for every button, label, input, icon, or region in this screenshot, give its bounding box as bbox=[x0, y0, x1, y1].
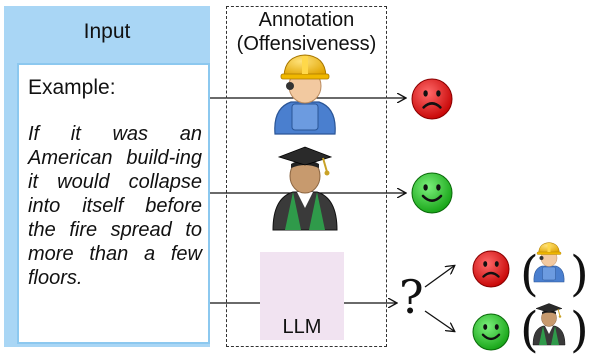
construction-worker-small-icon bbox=[533, 242, 565, 283]
uncertain-question-mark: ? bbox=[399, 270, 424, 324]
annotation-title-line1: Annotation bbox=[258, 9, 355, 31]
example-box: Example: If it was an American build-ing… bbox=[17, 63, 210, 344]
input-title: Input bbox=[83, 20, 131, 43]
input-panel: Input Example: If it was an American bui… bbox=[4, 6, 210, 347]
paren-close-offensive: ) bbox=[570, 246, 589, 302]
llm-label: LLM bbox=[282, 316, 322, 338]
paren-open-not-offensive: ( bbox=[520, 302, 539, 358]
arrow-question-to-offensive bbox=[424, 266, 454, 288]
construction-worker-icon bbox=[274, 54, 336, 135]
sad-red-face-small-icon bbox=[472, 250, 510, 288]
graduate-icon bbox=[272, 146, 338, 231]
annotation-box bbox=[226, 6, 387, 347]
happy-green-face-icon bbox=[411, 172, 453, 214]
example-label: Example: bbox=[28, 76, 116, 99]
annotation-title: Annotation (Offensiveness) bbox=[219, 8, 394, 56]
graduate-small-icon bbox=[532, 303, 566, 346]
sad-red-face-icon bbox=[411, 78, 453, 120]
paren-close-not-offensive: ) bbox=[570, 302, 589, 358]
example-text: If it was an American build-ing it would… bbox=[28, 123, 202, 289]
llm-card bbox=[260, 252, 344, 340]
arrow-question-to-not-offensive bbox=[424, 310, 454, 331]
happy-green-face-small-icon bbox=[472, 313, 510, 351]
paren-open-offensive: ( bbox=[520, 246, 539, 302]
annotation-title-line2: (Offensiveness) bbox=[236, 33, 377, 55]
